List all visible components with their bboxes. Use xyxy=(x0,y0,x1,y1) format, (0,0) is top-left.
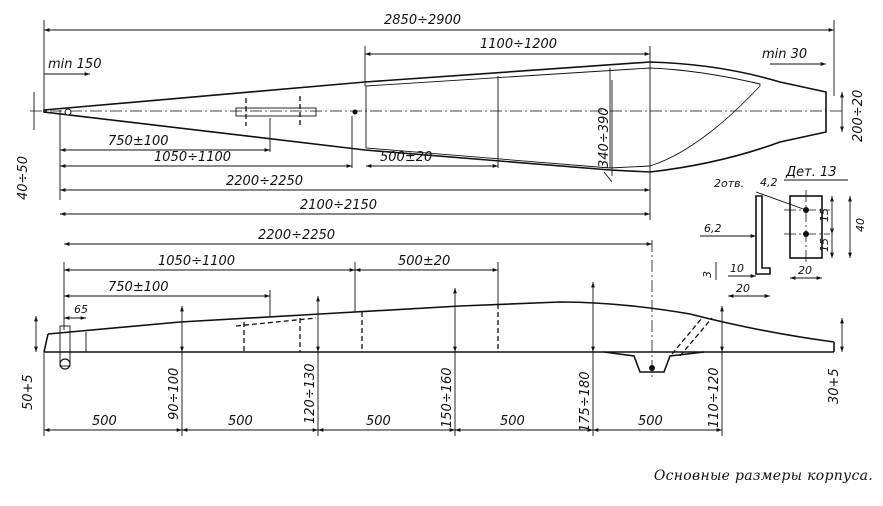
dim-side-1050-label: 1050÷1100 xyxy=(158,254,235,269)
dim-station-label: 500 xyxy=(228,414,253,429)
dim-15b-label: 15 xyxy=(818,238,831,252)
dim-40-label: 40 xyxy=(854,218,867,232)
figure-caption: Основные размеры корпуса. xyxy=(653,468,873,484)
dim-10-label: 10 xyxy=(730,262,744,275)
dim-3-label: 3 xyxy=(701,271,714,278)
detail-holes-label: 2отв. xyxy=(714,177,744,190)
plan-cockpit-outline xyxy=(365,67,761,169)
side-upper-profile xyxy=(47,301,835,343)
dim-cross-width-label: 340÷390 xyxy=(597,107,612,168)
plan-mid-point xyxy=(352,109,358,115)
dim-height-label: 90÷100 xyxy=(167,368,182,420)
dim-station-label: 500 xyxy=(500,414,525,429)
detail-hole-dia: 4,2 xyxy=(760,176,778,189)
plan-leader xyxy=(603,171,613,183)
dim-side-65-label: 65 xyxy=(74,303,88,316)
dim-2100-label: 2100÷2150 xyxy=(300,198,377,213)
dim-height-label: 30+5 xyxy=(827,368,842,404)
dim-2200-label: 2200÷2250 xyxy=(226,174,303,189)
side-bow xyxy=(43,333,49,353)
plan-view: 2850÷2900 1100÷1200 min 150 min 30 40÷50… xyxy=(16,13,866,220)
side-deck-beam xyxy=(235,317,317,327)
detail-hole-leader xyxy=(755,191,807,211)
dim-20b-label: 20 xyxy=(798,264,812,277)
dim-height-label: 110÷120 xyxy=(707,367,722,428)
dim-nose-min-label: min 150 xyxy=(48,57,101,72)
plan-nose-hole xyxy=(64,108,72,116)
side-strut xyxy=(679,317,713,357)
dim-side-2200-label: 2200÷2250 xyxy=(258,228,335,243)
dim-height-label: 175÷180 xyxy=(578,371,593,432)
dim-side-500-label: 500±20 xyxy=(398,254,450,269)
dim-height-label: 150÷160 xyxy=(440,367,455,428)
detail-title: Дет. 13 xyxy=(785,165,837,180)
dim-station-label: 500 xyxy=(366,414,391,429)
dim-tail-width-label: 200÷20 xyxy=(851,90,866,142)
side-bow-ring xyxy=(59,358,71,370)
dim-nose-width-label: 40÷50 xyxy=(16,156,31,200)
dim-side-750-label: 750±100 xyxy=(108,280,169,295)
dim-tail-min-label: min 30 xyxy=(762,47,807,62)
dim-500-label: 500±20 xyxy=(380,150,432,165)
side-view: 2200÷2250 1050÷1100 500±20 750±100 65 50… xyxy=(21,228,844,436)
side-bow-fitting xyxy=(59,325,71,367)
detail-13: Дет. 13 2отв. 4,2 6,2 3 10 20 20 15 15 4… xyxy=(700,165,867,298)
dim-height-label: 50+5 xyxy=(21,374,36,410)
dim-20a-label: 20 xyxy=(736,282,750,295)
dim-station-label: 500 xyxy=(638,414,663,429)
plan-frame-rect xyxy=(235,107,317,117)
detail-bracket-profile xyxy=(755,195,771,275)
dim-overall-length-label: 2850÷2900 xyxy=(384,13,461,28)
dim-1050-label: 1050÷1100 xyxy=(154,150,231,165)
dim-750-label: 750±100 xyxy=(108,134,169,149)
plan-hull-outline xyxy=(43,61,827,173)
dim-15a-label: 15 xyxy=(818,208,831,222)
dim-middle-section-label: 1100÷1200 xyxy=(480,37,557,52)
dim-6-2-label: 6,2 xyxy=(704,222,722,235)
dim-height-label: 120÷130 xyxy=(303,363,318,424)
dim-station-label: 500 xyxy=(92,414,117,429)
